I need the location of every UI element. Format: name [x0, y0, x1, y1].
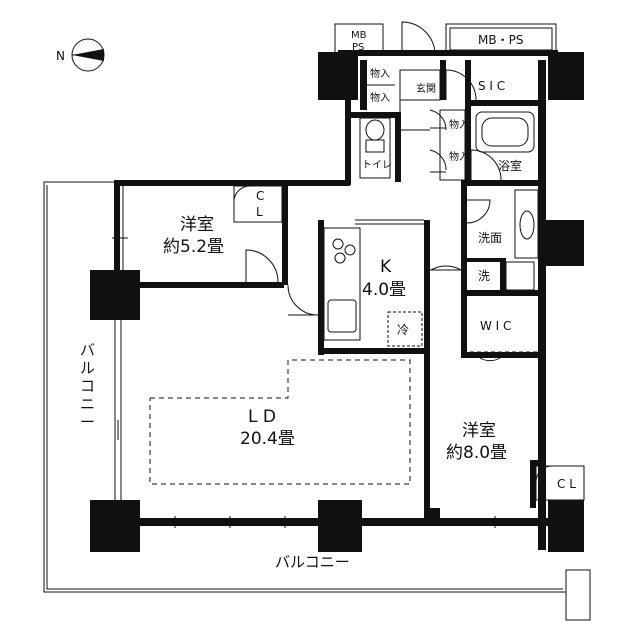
svg-text:コ: コ [80, 377, 95, 395]
ld-size: 20.4畳 [240, 429, 295, 449]
washroom-label: 洗面 [478, 231, 502, 245]
wic-label: W I C [480, 319, 511, 333]
fridge-label: 冷 [397, 323, 409, 337]
washer-label: 洗 [478, 269, 490, 283]
mbps-label-right: MB・PS [478, 33, 523, 47]
mbps-label-top: MB [351, 30, 367, 41]
storage-label-4: 物入 [449, 150, 469, 163]
walls [90, 50, 584, 552]
balcony-label-south: バルコニー [275, 553, 350, 571]
kitchen-name: K [380, 257, 392, 277]
west-room-name: 洋室 [180, 215, 214, 235]
east-room-size: 約8.0畳 [446, 443, 507, 463]
east-room-cl: C L [557, 477, 576, 491]
sic-label: S I C [478, 79, 505, 93]
storage-label-2: 物入 [370, 91, 390, 104]
mbps-label-bottom: PS [352, 42, 364, 53]
balcony-outline [43, 181, 591, 621]
kitchen-size: 4.0畳 [362, 280, 406, 300]
bath-label: 浴室 [498, 158, 522, 173]
west-room-cl-l: L [256, 205, 263, 219]
storage-label-3: 物入 [449, 118, 469, 131]
svg-text:ー: ー [80, 413, 95, 431]
svg-text:ニ: ニ [80, 395, 95, 413]
svg-text:ル: ル [80, 359, 95, 377]
doors-windows [112, 21, 585, 528]
ld-name: L D [248, 407, 276, 427]
genkan-label: 玄関 [416, 82, 436, 95]
compass-icon [71, 38, 105, 72]
east-room-name: 洋室 [462, 421, 496, 441]
west-room-cl-c: C [256, 189, 264, 203]
svg-text:バ: バ [80, 341, 95, 359]
storage-label-1: 物入 [370, 67, 390, 80]
compass-north-label: N [56, 49, 65, 63]
toilet-label: トイレ [362, 160, 392, 171]
balcony-label-west: バ ル コ ニ ー [80, 341, 95, 431]
west-room-size: 約5.2畳 [163, 237, 224, 257]
